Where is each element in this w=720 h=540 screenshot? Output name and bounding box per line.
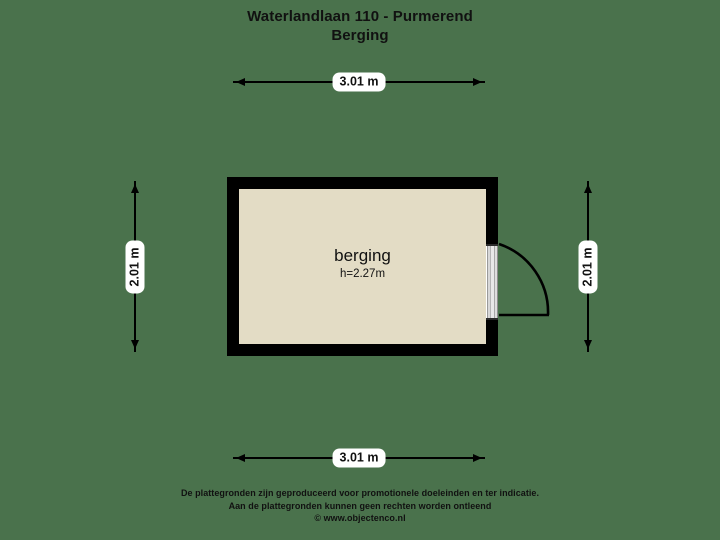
- door-arc-icon: [498, 242, 550, 317]
- footer-line-3: © www.objectenco.nl: [314, 513, 406, 523]
- tick-end-icon: [587, 343, 589, 352]
- dimension-bottom-label: 3.01 m: [332, 448, 386, 468]
- tick-start-icon: [134, 181, 136, 190]
- dimension-left-label: 2.01 m: [125, 240, 145, 293]
- tick-start-icon: [233, 81, 242, 83]
- dimension-top: 3.01 m: [233, 72, 485, 92]
- title-address: Waterlandlaan 110 - Purmerend: [247, 8, 473, 25]
- tick-start-icon: [587, 181, 589, 190]
- dimension-right-label: 2.01 m: [578, 240, 598, 293]
- tick-start-icon: [233, 457, 242, 459]
- dimension-top-label: 3.01 m: [332, 72, 386, 92]
- footer-line-2: Aan de plattegronden kunnen geen rechten…: [228, 500, 492, 511]
- room-outline: berging h=2.27m: [227, 177, 498, 356]
- footer-line-1: De plattegronden zijn geproduceerd voor …: [180, 488, 540, 498]
- page-title: Waterlandlaan 110 - Purmerend Berging: [0, 7, 720, 45]
- dimension-left: 2.01 m: [125, 181, 145, 352]
- dimension-right: 2.01 m: [578, 181, 598, 352]
- door-swing-arc: [498, 240, 554, 320]
- footer-disclaimer: De plattegronden zijn geproduceerd voor …: [0, 487, 720, 525]
- title-subtitle: Berging: [331, 27, 389, 44]
- room-floor-area: [239, 189, 486, 344]
- tick-end-icon: [476, 457, 485, 459]
- tick-end-icon: [476, 81, 485, 83]
- door-leaf-icon: [486, 244, 498, 320]
- tick-end-icon: [134, 343, 136, 352]
- dimension-bottom: 3.01 m: [233, 448, 485, 468]
